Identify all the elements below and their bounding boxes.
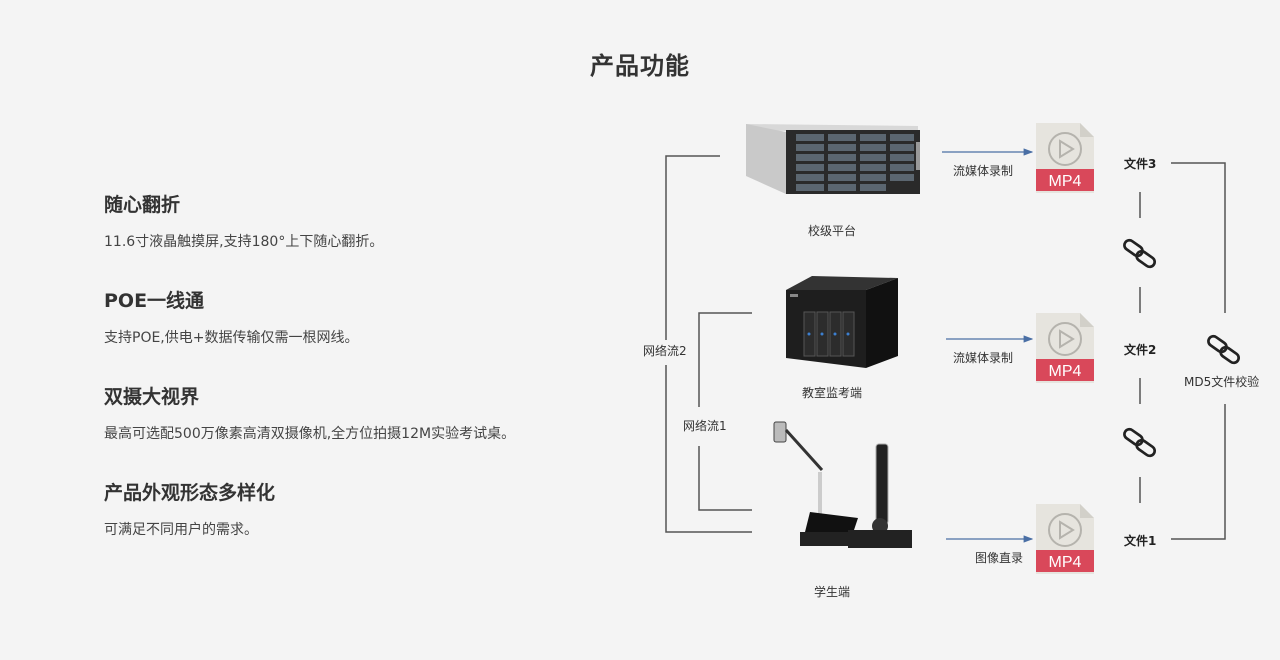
feature-flip: 随心翻折 11.6寸液晶触摸屏,支持180°上下随心翻折。 [104,190,383,251]
md5-verify-label: MD5文件校验 [1184,375,1260,389]
network-flow-label: 网络流1 [683,419,727,433]
link-icon [1122,236,1158,271]
student-terminal-image [773,421,912,548]
network-line-2 [665,155,752,533]
flow-label: 流媒体录制 [953,164,1014,178]
network-line-1 [698,312,752,511]
feature-description: 支持POE,供电+数据传输仅需一根网线。 [104,330,359,346]
feature-description: 最高可选配500万像素高清双摄像机,全方位拍摄12M实验考试桌。 [104,426,516,442]
feature-title: 产品外观形态多样化 [104,482,276,504]
page-title: 产品功能 [590,52,690,80]
feature-title: 双摄大视界 [104,386,200,408]
device-label: 校级平台 [808,224,857,238]
feature-poe: POE一线通 支持POE,供电+数据传输仅需一根网线。 [104,286,359,347]
nas-image [786,276,898,368]
feature-title: 随心翻折 [104,194,181,216]
feature-description: 11.6寸液晶触摸屏,支持180°上下随心翻折。 [104,234,384,250]
feature-title: POE一线通 [104,290,205,312]
md5-line [1171,162,1226,540]
mp4-file-icon: MP4 [1036,313,1094,383]
flow-label: 图像直录 [975,551,1024,565]
mp4-file-icon: MP4 [1036,504,1094,574]
feature-dual-camera: 双摄大视界 最高可选配500万像素高清双摄像机,全方位拍摄12M实验考试桌。 [104,382,515,443]
file-label: 文件2 [1124,343,1157,357]
link-icon [1206,332,1242,367]
file-label: 文件3 [1124,157,1157,171]
link-icon [1122,425,1158,460]
device-label: 学生端 [814,585,851,599]
device-label: 教室监考端 [802,386,863,400]
feature-appearance: 产品外观形态多样化 可满足不同用户的需求。 [104,478,275,539]
file-label: 文件1 [1124,534,1157,548]
mp4-badge: MP4 [1049,554,1082,571]
mp4-badge: MP4 [1049,173,1082,190]
mp4-file-icon: MP4 [1036,123,1094,193]
flow-label: 流媒体录制 [953,351,1014,365]
rack-server-image [746,124,920,194]
network-flow-label: 网络流2 [643,344,687,358]
mp4-badge: MP4 [1049,363,1082,380]
feature-description: 可满足不同用户的需求。 [104,522,258,538]
